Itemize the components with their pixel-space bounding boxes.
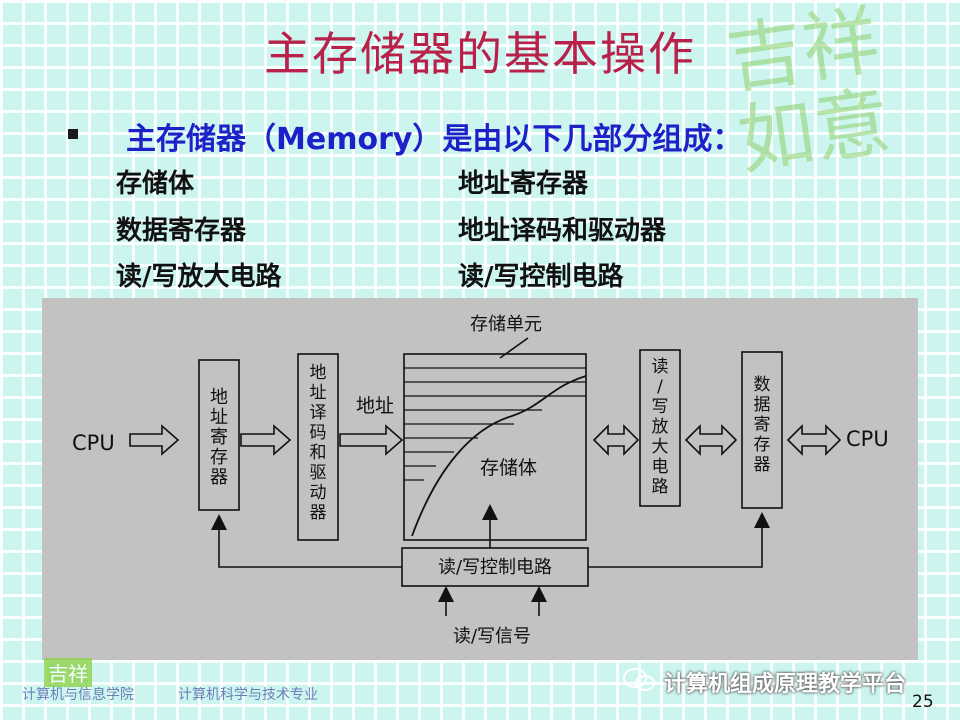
- cpu-left-label: CPU: [72, 431, 115, 455]
- cell-label-pointer: [499, 337, 529, 359]
- footer-major: 计算机科学与技术专业: [178, 687, 318, 703]
- rw-amp-char: 读: [652, 357, 669, 377]
- addr-register-char: 地: [210, 387, 228, 408]
- component-item: 数据寄存器: [116, 216, 247, 246]
- rw-amp-char: 大: [652, 437, 669, 457]
- rw-amp-char: /: [657, 377, 663, 397]
- data-register-char: 存: [754, 435, 771, 455]
- rw-amp-char: 写: [652, 397, 669, 417]
- arrow-rw-amp-data-register: [684, 424, 738, 456]
- page-number: 25: [912, 692, 934, 712]
- memory-body-box: [403, 353, 587, 541]
- addr-label: 地址: [356, 395, 394, 417]
- ctrl-to-data-register-line: [588, 512, 770, 568]
- component-item: 读/写控制电路: [458, 262, 624, 292]
- wechat-icon: [623, 668, 655, 691]
- addr-decoder-char: 和: [310, 443, 327, 463]
- addr-decoder-char: 动: [310, 483, 327, 503]
- component-item: 地址译码和驱动器: [458, 216, 667, 246]
- memory-structure-diagram: CPU 地 址 寄 存 器 地 址 译 码 和 驱 动 器 地址: [42, 298, 918, 660]
- arrow-addr-register-to-decoder: [240, 424, 292, 456]
- addr-decoder-char: 地: [310, 363, 327, 383]
- arrow-decoder-to-memory: [339, 424, 404, 456]
- component-item: 地址寄存器: [458, 169, 589, 199]
- rw-control-box: [401, 547, 589, 587]
- arrow-cpu-to-addr-register: [129, 424, 180, 456]
- footer-college: 计算机与信息学院: [22, 687, 134, 703]
- memory-curve: [411, 375, 587, 537]
- addr-register-char: 器: [210, 467, 228, 488]
- footer-logo: 吉祥: [44, 658, 92, 687]
- addr-decoder-box: [297, 353, 339, 541]
- addr-decoder-char: 器: [310, 503, 327, 523]
- addr-decoder-char: 译: [310, 403, 327, 423]
- component-item: 存储体: [116, 169, 195, 199]
- ctrl-to-addr-register-line: [211, 514, 402, 568]
- slide-title: 主存储器的基本操作: [264, 27, 696, 81]
- memory-body-label: 存储体: [480, 457, 537, 479]
- data-register-char: 据: [754, 395, 771, 415]
- addr-decoder-char: 驱: [310, 463, 327, 483]
- arrow-data-register-cpu: [786, 424, 842, 456]
- data-register-char: 器: [754, 455, 771, 475]
- data-register-char: 寄: [754, 415, 771, 435]
- cpu-right-label: CPU: [846, 427, 889, 451]
- data-register-char: 数: [754, 375, 771, 395]
- rw-amplifier-box: [639, 349, 681, 507]
- bullet-icon: [68, 129, 78, 139]
- addr-register-char: 寄: [210, 427, 228, 448]
- component-item: 读/写放大电路: [116, 262, 282, 292]
- addr-register-box: [198, 359, 240, 511]
- arrow-memory-rw-amp: [592, 424, 640, 456]
- rw-amp-char: 路: [652, 477, 669, 497]
- bullet-heading: 主存储器（Memory）是由以下几部分组成：: [126, 122, 743, 157]
- addr-decoder-char: 码: [310, 423, 327, 443]
- wechat-account-label: 计算机组成原理教学平台: [664, 672, 907, 697]
- memory-cell-lines: [404, 367, 586, 481]
- rw-control-label: 读/写控制电路: [438, 557, 552, 578]
- data-register-box: [741, 351, 783, 509]
- rw-amp-char: 放: [652, 417, 669, 437]
- rw-signal-label: 读/写信号: [453, 626, 531, 647]
- addr-decoder-char: 址: [310, 383, 327, 403]
- addr-register-char: 址: [210, 407, 228, 428]
- addr-register-char: 存: [210, 447, 228, 468]
- rw-amp-char: 电: [652, 457, 669, 477]
- cell-label: 存储单元: [470, 314, 542, 335]
